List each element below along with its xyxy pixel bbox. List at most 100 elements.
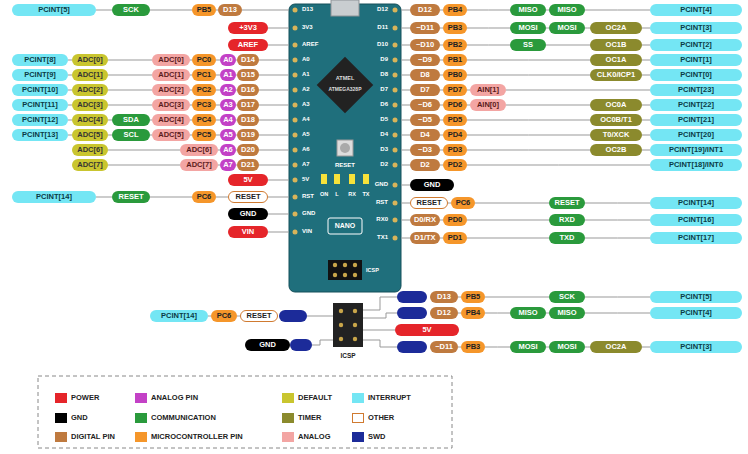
pin-name: D7	[420, 84, 430, 96]
pin-name: D12	[418, 4, 432, 16]
pin-name: AREF	[238, 39, 258, 51]
microcontroller-pin-pill: PC3	[192, 99, 216, 111]
pin-connector	[150, 10, 192, 11]
pin-hole	[393, 43, 398, 48]
microcontroller-pin-pill: PC6	[211, 310, 237, 322]
other-pill: RESET	[228, 191, 268, 203]
pin-connector	[216, 197, 228, 198]
pin-silk-label: RX0	[376, 216, 388, 223]
microcontroller-pin-pill: PD6	[443, 99, 467, 111]
chip-marking: ATMEL	[336, 75, 355, 82]
analog-pill: ADC[2]	[152, 84, 190, 96]
digital-pin-pill: D13	[218, 4, 242, 16]
pin-connector	[108, 90, 152, 91]
legend-swatch	[55, 432, 67, 442]
pin-name: ADC[6]	[77, 144, 102, 156]
pin-hole	[393, 183, 398, 188]
pin-name: SCK	[559, 291, 575, 303]
pin-silk-label: A0	[302, 56, 310, 63]
analog-pill: ADC[6]	[180, 144, 218, 156]
power-pill: +3V3	[228, 22, 268, 34]
communication-pill: SCK	[549, 291, 585, 303]
pin-name: SS	[523, 39, 533, 51]
pin-name: MOSI	[518, 341, 537, 353]
pin-connector	[467, 135, 590, 136]
communication-pill: MISO	[549, 4, 585, 16]
pin-hole	[393, 133, 398, 138]
icsp-wire	[363, 297, 397, 310]
microcontroller-pin-pill: PC6	[192, 191, 216, 203]
swd-stub	[290, 339, 312, 351]
digital-pin-pill: ~D9	[410, 54, 440, 66]
pin-connector	[467, 220, 549, 221]
pin-wire	[259, 150, 289, 151]
swd-stub	[397, 291, 427, 303]
pin-name: ~D3	[418, 144, 432, 156]
pin-silk-label: 5V	[302, 176, 309, 183]
pin-silk-label: D7	[380, 86, 388, 93]
pin-silk-label: D4	[380, 131, 388, 138]
analog-pin-pill: A4	[220, 114, 236, 126]
default-pill: ADC[5]	[72, 129, 108, 141]
pin-wire	[401, 75, 410, 76]
gnd-pill: GND	[228, 208, 268, 220]
pin-name: D18	[241, 114, 255, 126]
pin-connector	[108, 105, 152, 106]
communication-pill: SDA	[112, 114, 150, 126]
pin-name: PB2	[448, 39, 463, 51]
legend-text: DIGITAL PIN	[71, 431, 115, 443]
analog-pill: ADC[0]	[152, 54, 190, 66]
pin-name: RESET	[554, 197, 579, 209]
board-marking: ON	[320, 191, 328, 198]
digital-pin-pill: D18	[237, 114, 259, 126]
interrupt-pill: PCINT[18]/INT0	[650, 159, 742, 171]
pin-name: RESET	[235, 191, 260, 203]
timer-pill: OC2B	[590, 144, 642, 156]
analog-pin-pill: A1	[220, 69, 236, 81]
pin-wire	[259, 165, 289, 166]
pin-name: PB3	[466, 341, 481, 353]
pin-name: A4	[223, 114, 233, 126]
pin-wire	[401, 90, 410, 91]
pin-name: PD5	[448, 114, 463, 126]
pin-wire	[401, 185, 410, 186]
pin-hole	[293, 195, 298, 200]
analog-pin-pill: A2	[220, 84, 236, 96]
digital-pin-pill: D12	[410, 4, 440, 16]
nano-frame	[328, 218, 362, 234]
pin-name: RESET	[416, 197, 441, 209]
pin-wire	[259, 60, 289, 61]
pin-name: PCINT[5]	[38, 4, 70, 16]
pin-name: PB1	[448, 54, 463, 66]
pin-hole	[293, 73, 298, 78]
analog-pill: ADC[4]	[152, 114, 190, 126]
interrupt-pill: PCINT[11]	[12, 99, 68, 111]
header-pin	[343, 263, 347, 267]
pin-name: D15	[241, 69, 255, 81]
pin-name: PCINT[22]	[678, 99, 714, 111]
interrupt-pill: PCINT[8]	[12, 54, 68, 66]
header-pin	[339, 323, 343, 327]
pin-name: PD0	[448, 214, 463, 226]
interrupt-pill: PCINT[14]	[150, 310, 208, 322]
header-pin	[343, 273, 347, 277]
pin-connector	[467, 10, 510, 11]
microcontroller-pin-pill: PC1	[192, 69, 216, 81]
header-pin	[333, 273, 337, 277]
analog-pill: AIN[1]	[470, 84, 506, 96]
pin-connector	[642, 28, 650, 29]
pin-hole	[393, 88, 398, 93]
pin-name: PB4	[448, 4, 463, 16]
icsp-wire	[363, 330, 395, 331]
pin-name: PCINT[20]	[678, 129, 714, 141]
interrupt-pill: PCINT[5]	[12, 4, 96, 16]
pin-name: PCINT[10]	[22, 84, 58, 96]
digital-pin-pill: D7	[410, 84, 440, 96]
pin-name: D19	[241, 129, 255, 141]
timer-pill: T0/XCK	[590, 129, 642, 141]
communication-pill: SCL	[112, 129, 150, 141]
legend-text: DEFAULT	[298, 392, 332, 404]
pin-name: PB4	[466, 307, 481, 319]
legend-swatch	[135, 413, 147, 423]
pin-name: PD6	[448, 99, 463, 111]
